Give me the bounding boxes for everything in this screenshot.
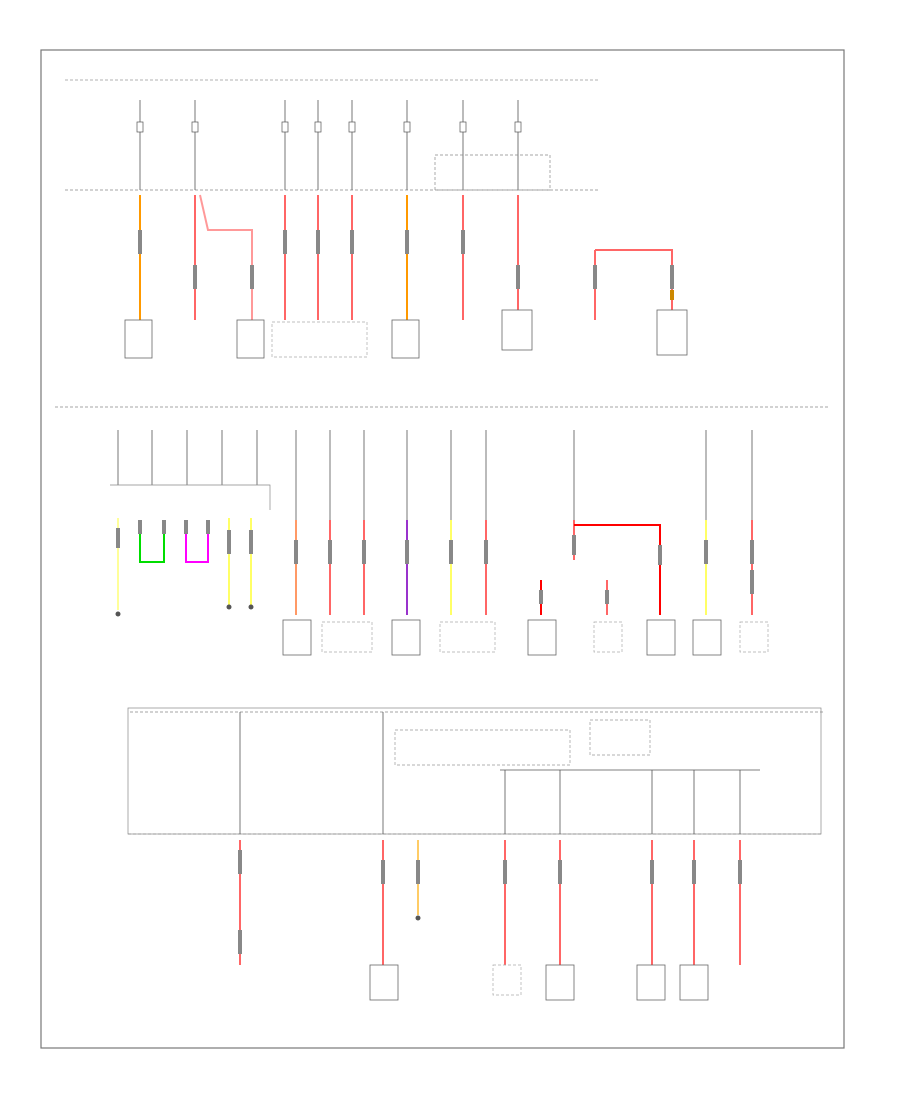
- upper-section: [65, 79, 688, 359]
- ground-dot-1: [115, 611, 121, 617]
- upper-wire-connectors: [138, 230, 674, 300]
- upper-relay-box: [434, 154, 551, 191]
- middle-dashed-box-2: [439, 621, 496, 653]
- lower-fuse-lines: [239, 712, 741, 834]
- lower-wire-connectors: [238, 850, 742, 954]
- lower-dashed-box-1: [492, 964, 522, 996]
- upper-components: [124, 309, 688, 359]
- middle-fuse-lines: [117, 430, 753, 520]
- upper-wires: [139, 194, 673, 320]
- middle-dashed-box-4: [593, 621, 623, 653]
- upper-fuse-symbols: [136, 121, 522, 133]
- lower-relay-box: [394, 729, 571, 766]
- lower-section: [127, 707, 822, 1001]
- ground-dot-3: [248, 604, 254, 610]
- upper-fuses: [139, 100, 519, 190]
- middle-components: [282, 619, 722, 656]
- middle-wire-connectors: [116, 520, 754, 604]
- lower-relay-box-2: [589, 719, 651, 756]
- lower-frame: [127, 707, 822, 835]
- diagram-frame: [40, 49, 845, 1049]
- middle-dashed-box-1: [321, 621, 373, 653]
- lower-wires: [239, 840, 741, 965]
- middle-section: [110, 430, 769, 656]
- middle-dashed-box-3: [739, 621, 769, 653]
- ground-dot-2: [226, 604, 232, 610]
- lower-ground-dot: [415, 915, 421, 921]
- middle-wires: [117, 518, 753, 615]
- upper-dashed-group: [271, 321, 368, 358]
- lower-components: [369, 964, 709, 1001]
- middle-junction-bar: [110, 484, 271, 510]
